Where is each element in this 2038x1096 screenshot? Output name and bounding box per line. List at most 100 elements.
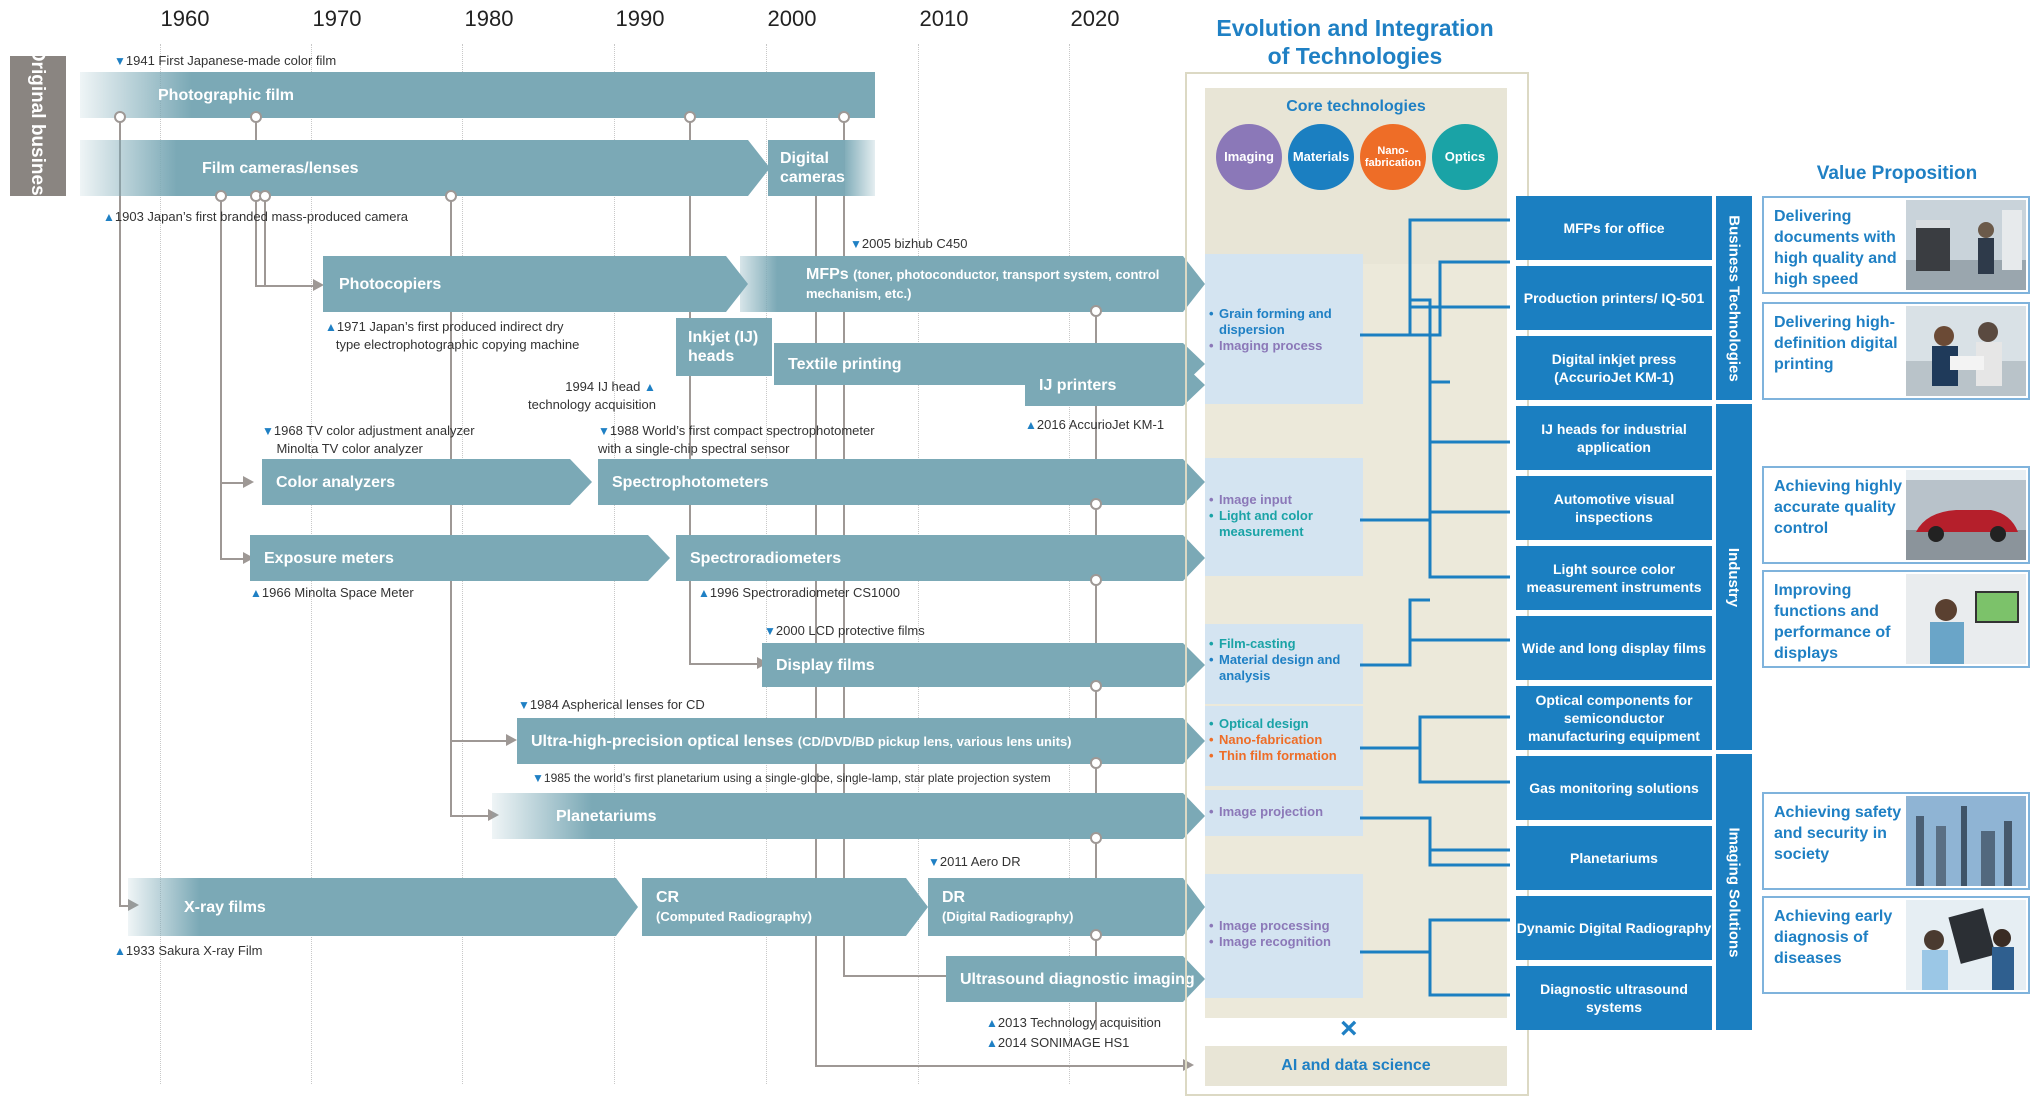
category-label: Business Technologies (1716, 196, 1752, 400)
band-photographic-film: Photographic film (80, 72, 875, 118)
value-card: Achieving safety and security in society (1762, 792, 2030, 890)
annotation: ▲2014 SONIMAGE HS1 (986, 1035, 1130, 1050)
node-dot (684, 111, 696, 123)
value-card: Delivering documents with high quality a… (1762, 196, 2030, 294)
band-optical-lenses: Ultra-high-precision optical lenses (CD/… (517, 718, 1205, 764)
band-exposure-meters: Exposure meters (250, 535, 670, 581)
connector-line (815, 195, 817, 1065)
connector-line (689, 663, 759, 665)
band-display-films: Display films (762, 643, 1205, 687)
node-dot (250, 111, 262, 123)
arrow-head (1183, 1059, 1194, 1071)
arrow-head (506, 734, 517, 746)
connector-line (264, 195, 266, 285)
band-ij-printers: IJ printers (1025, 364, 1205, 406)
industrial-plant-photo-icon (1906, 796, 2026, 886)
band-inkjet-heads: Inkjet (IJ) heads (676, 318, 772, 376)
node-dot (1090, 680, 1102, 692)
band-planetariums: Planetariums (492, 793, 1205, 839)
annotation: ▲2013 Technology acquisition (986, 1015, 1161, 1030)
year-label: 2020 (1070, 6, 1120, 31)
annotation: ▼2005 bizhub C450 (850, 236, 968, 251)
ai-data-science: AI and data science (1205, 1046, 1507, 1086)
category-label: Imaging Solutions (1716, 754, 1752, 1030)
connector-line (119, 117, 121, 907)
display-photo-icon (1906, 574, 2026, 664)
connector-line (220, 558, 245, 560)
value-proposition-title: Value Proposition (1816, 163, 1978, 184)
business-box: IJ heads for industrial application (1516, 406, 1712, 470)
annotation: ▼2000 LCD protective films (764, 623, 925, 638)
connector-line (843, 975, 948, 977)
business-box: Wide and long display films (1516, 616, 1712, 680)
connector-line (119, 905, 131, 907)
business-box: Optical components for semiconductor man… (1516, 686, 1712, 750)
value-card: Delivering high-definition digital print… (1762, 302, 2030, 400)
annotation: ▼1984 Aspherical lenses for CD (518, 697, 705, 712)
band-cr: CR(Computed Radiography) (642, 878, 928, 936)
business-box: Gas monitoring solutions (1516, 756, 1712, 820)
annotation: ▼1985 the world’s first planetarium usin… (532, 771, 1051, 785)
category-label: Industry (1716, 404, 1752, 750)
band-dr: DR(Digital Radiography) (928, 878, 1205, 936)
node-dot (1090, 832, 1102, 844)
tech-group: •Image input •Light and color measuremen… (1205, 458, 1363, 576)
annotation: ▲1971 Japan’s first produced indirect dr… (325, 319, 580, 352)
year-label: 2010 (919, 6, 969, 31)
annotation: ▼2011 Aero DR (928, 854, 1021, 869)
year-label: 1960 (160, 6, 210, 31)
connector-line (220, 195, 222, 560)
annotation: ▼1968 TV color adjustment analyzer Minol… (262, 423, 475, 456)
medical-photo-icon (1906, 900, 2026, 990)
band-spectroradiometers: Spectroradiometers (676, 535, 1205, 581)
year-label: 2000 (767, 6, 817, 31)
annotation: ▼1941 First Japanese-made color film (114, 53, 337, 68)
office-photo-icon (1906, 200, 2026, 290)
annotation: ▲1966 Minolta Space Meter (250, 585, 414, 600)
business-box: Planetariums (1516, 826, 1712, 890)
connector-lines (1360, 218, 1510, 997)
core-optics: Optics (1432, 124, 1498, 190)
arrow-head (313, 279, 324, 291)
value-card: Improving functions and performance of d… (1762, 570, 2030, 668)
connector-line (815, 1065, 1185, 1067)
business-box: Dynamic Digital Radiography (1516, 896, 1712, 960)
node-dot (1090, 574, 1102, 586)
connector-line (450, 815, 490, 817)
band-photocopiers: Photocopiers (323, 256, 748, 312)
band-color-analyzers: Color analyzers (262, 459, 592, 505)
connector-line (255, 285, 315, 287)
arrow-head (243, 476, 254, 488)
business-box: Production printers/ IQ-501 (1516, 266, 1712, 330)
core-imaging: Imaging (1216, 124, 1282, 190)
tech-group: •Image projection (1205, 790, 1363, 836)
value-card: Achieving highly accurate quality contro… (1762, 466, 2030, 564)
grid-line (160, 44, 161, 1084)
cross-icon: × (1340, 1012, 1358, 1045)
node-dot (1090, 929, 1102, 941)
node-dot (114, 111, 126, 123)
core-nano-fabrication: Nano-fabrication (1360, 124, 1426, 190)
annotation: ▼1988 World’s first compact spectrophoto… (598, 423, 875, 456)
value-card: Achieving early diagnosis of diseases (1762, 896, 2030, 994)
arrow-head (243, 552, 254, 564)
business-box: Light source color measurement instrumen… (1516, 546, 1712, 610)
tech-group: •Optical design •Nano-fabrication •Thin … (1205, 706, 1363, 786)
connector-line (689, 117, 691, 663)
business-box: Diagnostic ultrasound systems (1516, 966, 1712, 1030)
tech-group: •Image processing •Image recognition (1205, 874, 1363, 998)
printing-photo-icon (1906, 306, 2026, 396)
annotation: ▲1903 Japan’s first branded mass-produce… (103, 209, 409, 224)
annotation: ▲2016 AccurioJet KM-1 (1025, 417, 1165, 432)
connector-line (450, 740, 508, 742)
original-business-label: Original business (10, 46, 66, 206)
connector-line (220, 482, 245, 484)
year-label: 1970 (312, 6, 362, 31)
business-box: Digital inkjet press (AccurioJet KM-1) (1516, 336, 1712, 400)
band-ultrasound: Ultrasound diagnostic imaging (946, 956, 1205, 1002)
node-dot (838, 111, 850, 123)
band-mfps: MFPs (toner, photoconductor, transport s… (740, 256, 1205, 312)
node-dot (1090, 305, 1102, 317)
core-materials: Materials (1288, 124, 1354, 190)
